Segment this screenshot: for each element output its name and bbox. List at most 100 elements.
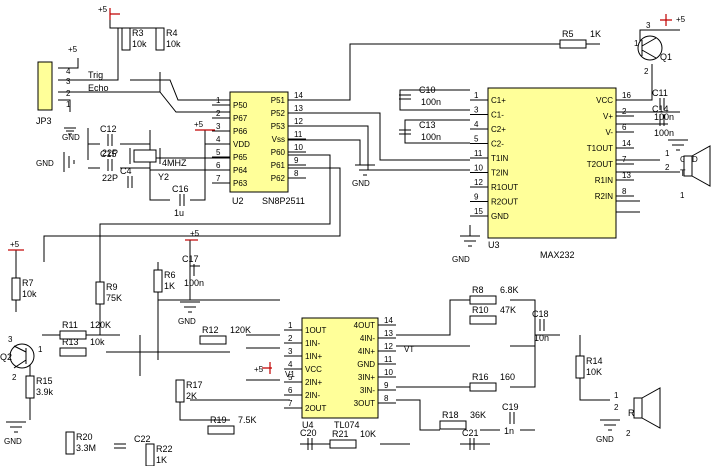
u3-pin-9-number: 9 bbox=[474, 193, 479, 202]
u3-pin-5-number: 5 bbox=[474, 135, 479, 144]
speaker-transmit: 1 2 T 1 bbox=[665, 145, 711, 200]
u2-part: SN8P2511 bbox=[262, 196, 305, 206]
u3-pin-1-name: C1+ bbox=[491, 96, 506, 105]
svg-text:1: 1 bbox=[38, 345, 43, 354]
u2-pin-7-number: 7 bbox=[216, 174, 221, 183]
u2-pin-11-name: Vss bbox=[272, 135, 285, 144]
resistor-r11-value: 120K bbox=[90, 320, 111, 330]
resistor-r18-ref: R18 bbox=[442, 410, 459, 420]
svg-text:+5: +5 bbox=[194, 120, 204, 129]
resistor-r22-value: 1K bbox=[156, 455, 167, 465]
svg-text:+5: +5 bbox=[190, 229, 200, 238]
speaker-receive: 1 2 R 2 bbox=[614, 387, 661, 438]
u2-pin-7-name: P63 bbox=[233, 179, 248, 188]
u3-pin-14-number: 14 bbox=[622, 139, 631, 148]
resistor-r17-ref: R17 bbox=[186, 380, 203, 390]
u3-pin-16-number: 16 bbox=[622, 91, 631, 100]
capacitor-c14-value: 100n bbox=[654, 128, 674, 138]
svg-text:2: 2 bbox=[614, 403, 619, 412]
svg-text:1: 1 bbox=[614, 391, 619, 400]
u3-pin-15-number: 15 bbox=[474, 207, 483, 216]
svg-text:4MHZ: 4MHZ bbox=[162, 158, 187, 168]
u3-pin-3-number: 3 bbox=[474, 106, 479, 115]
resistor-r9-ref: R9 bbox=[106, 282, 118, 292]
u3-pin-4-name: C2+ bbox=[491, 125, 506, 134]
u4-pin-7-number: 7 bbox=[288, 399, 293, 408]
resistor-r17-value: 2K bbox=[186, 391, 197, 401]
svg-text:GND: GND bbox=[36, 159, 54, 168]
u4-pin-10-name: 3IN+ bbox=[358, 373, 375, 382]
u2-pin-13-name: P52 bbox=[271, 109, 286, 118]
resistor-r13-value: 10k bbox=[90, 337, 105, 347]
resistor-r3-ref: R3 bbox=[132, 28, 144, 38]
u3-pin-6-name: V- bbox=[605, 128, 613, 137]
u2-pin-6-name: P64 bbox=[233, 166, 248, 175]
resistor-r14-value: 10K bbox=[586, 367, 602, 377]
u4-pin-14-number: 14 bbox=[384, 316, 393, 325]
resistor-r10-value: 47K bbox=[500, 305, 516, 315]
u4-pin-1-number: 1 bbox=[288, 321, 293, 330]
resistor-r9-value: 75K bbox=[106, 293, 122, 303]
u4-pin-8-number: 8 bbox=[384, 394, 389, 403]
resistor-r18-value: 36K bbox=[470, 410, 486, 420]
capacitor-c20-ref: C20 bbox=[300, 428, 317, 438]
u3-pin-10-name: T2IN bbox=[491, 169, 509, 178]
u2-pin-6-number: 6 bbox=[216, 161, 221, 170]
svg-text:1: 1 bbox=[66, 100, 71, 109]
resistor-r15-value: 3.9k bbox=[36, 387, 54, 397]
u3-pin-2-number: 2 bbox=[622, 107, 627, 116]
u4-pin-12-name: 4IN+ bbox=[358, 347, 375, 356]
u3-pin-14-name: T1OUT bbox=[587, 144, 613, 153]
u2-pin-10-name: P60 bbox=[271, 148, 286, 157]
svg-text:1: 1 bbox=[665, 149, 670, 158]
svg-text:1: 1 bbox=[680, 191, 685, 200]
capacitor-c21: C21 bbox=[462, 428, 479, 450]
u3-pin-1-number: 1 bbox=[474, 91, 479, 100]
capacitor-c22: C22 bbox=[114, 434, 151, 449]
u2-pin-3-name: P66 bbox=[233, 127, 248, 136]
u4-pin-4-number: 4 bbox=[288, 360, 293, 369]
u4-pin-11-number: 11 bbox=[384, 355, 393, 364]
u3-pin-11-name: T1IN bbox=[491, 154, 509, 163]
u3-pin-10-number: 10 bbox=[474, 164, 483, 173]
svg-text:Y2: Y2 bbox=[158, 172, 169, 182]
u4-pin-14-name: 4OUT bbox=[354, 321, 375, 330]
net-echo: Echo bbox=[88, 83, 109, 93]
capacitor-c10-ref: C10 bbox=[419, 85, 436, 95]
svg-text:3: 3 bbox=[8, 335, 13, 344]
u2-pin-1-name: P50 bbox=[233, 101, 248, 110]
resistor-r10-ref: R10 bbox=[472, 305, 489, 315]
capacitor-c14-ref: C14 bbox=[652, 104, 669, 114]
svg-text:R: R bbox=[628, 408, 635, 418]
u4-pin-11-name: GND bbox=[357, 360, 375, 369]
u3-chip: U3 MAX232 1C1+3C1-4C2+5C2-11T1IN10T2IN12… bbox=[470, 87, 634, 260]
svg-text:3: 3 bbox=[646, 21, 651, 30]
u4-pin-5-name: 2IN+ bbox=[305, 378, 322, 387]
u3-pin-7-name: T2OUT bbox=[587, 160, 613, 169]
resistor-r16-value: 160 bbox=[500, 372, 515, 382]
svg-text:2: 2 bbox=[66, 89, 71, 98]
capacitor-c15-value: 22P bbox=[102, 173, 118, 183]
u2-pin-8-number: 8 bbox=[294, 169, 299, 178]
resistor-r5-value: 1K bbox=[590, 29, 601, 39]
u4-pin-3-name: 1IN+ bbox=[305, 352, 322, 361]
capacitor-c13-value: 100n bbox=[421, 132, 441, 142]
resistor-r10: R10 47K bbox=[469, 305, 516, 325]
u3-pin-8-number: 8 bbox=[622, 187, 627, 196]
u4-pin-13-name: 4IN- bbox=[360, 334, 375, 343]
resistor-r12-ref: R12 bbox=[202, 325, 219, 335]
u2-pin-3-number: 3 bbox=[216, 122, 221, 131]
resistor-r20-value: 3.3M bbox=[76, 443, 96, 453]
u4-pin-5-number: 5 bbox=[288, 373, 293, 382]
